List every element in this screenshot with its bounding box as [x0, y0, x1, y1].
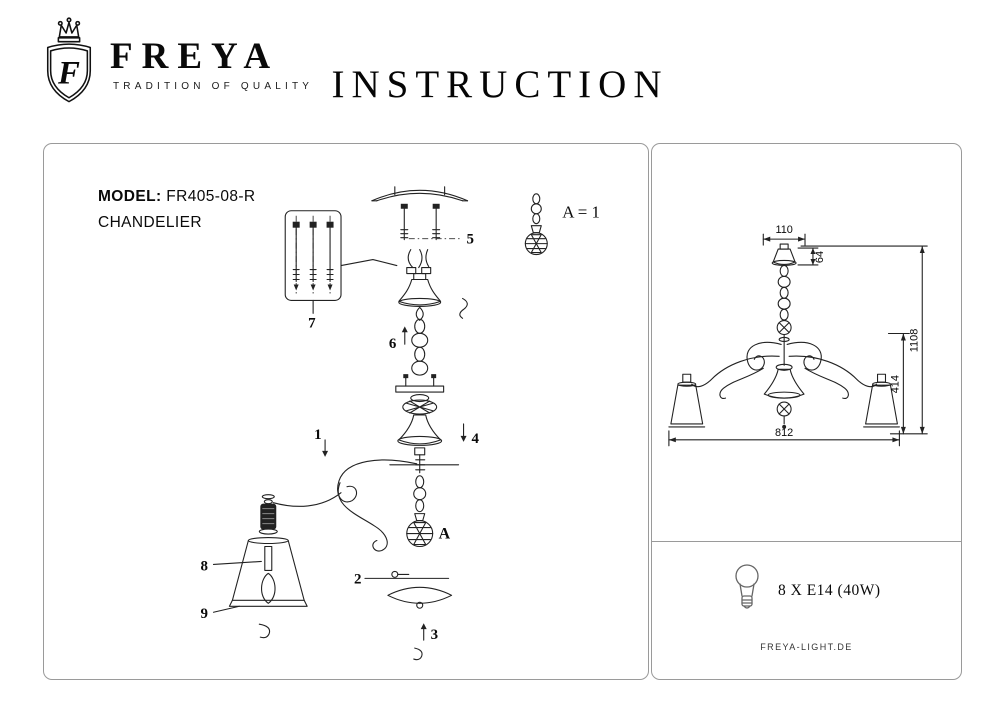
legend-crystal — [524, 193, 548, 256]
hook-icon — [459, 297, 468, 319]
decor-disc — [402, 394, 438, 415]
twist-arrow-icon — [258, 623, 271, 639]
model-label: MODEL: — [98, 188, 162, 205]
dim-label-110: 110 — [775, 224, 792, 236]
bulb-icon — [735, 564, 759, 609]
assembly-diagram: 5 6 — [201, 186, 600, 661]
ceiling-plate — [371, 186, 469, 202]
website-text: FREYA-LIGHT.DE — [760, 642, 853, 652]
header: F FREYA TRADITION OF QUALITY INSTRUCTION — [0, 0, 1000, 140]
dim-canopy-height: 64 — [797, 247, 826, 266]
bottom-cap — [387, 586, 453, 609]
model-value: FR405-08-R — [166, 188, 256, 205]
part-label-8: 8 — [201, 558, 208, 574]
arrow-down-4-icon — [460, 423, 467, 442]
canopy — [398, 272, 468, 321]
crystal-pendant — [406, 475, 434, 548]
part-label-6: 6 — [389, 336, 397, 352]
brand-text: FREYA TRADITION OF QUALITY — [110, 16, 313, 92]
wires — [406, 249, 432, 275]
stem-connector — [389, 447, 460, 474]
lamp-socket — [258, 494, 278, 535]
dim-label-1108: 1108 — [908, 329, 920, 352]
dim-total-height: 1108 — [800, 245, 928, 435]
canopy-small — [771, 243, 797, 266]
crown-shield-icon: F — [46, 17, 92, 103]
logo-letter: F — [57, 55, 80, 91]
scroll-ornaments — [691, 341, 878, 399]
freya-logo: F FREYA TRADITION OF QUALITY — [40, 16, 313, 108]
chain-upper — [411, 318, 429, 376]
dim-label-812: 812 — [775, 427, 793, 439]
part-label-5: 5 — [467, 232, 474, 248]
bell-body — [397, 414, 443, 446]
center-column — [776, 264, 792, 366]
arrow-up-3-icon — [413, 623, 427, 661]
left-shade — [668, 373, 706, 428]
part-label-3: 3 — [431, 627, 438, 643]
part-label-2: 2 — [354, 571, 361, 587]
screw-2 — [364, 570, 450, 579]
bulb-spec: 8 X E14 (40W) — [778, 582, 881, 599]
dim-body-height: 414 — [887, 332, 910, 435]
legend-note: A = 1 — [562, 203, 600, 222]
part-label-4: 4 — [472, 431, 480, 447]
mounting-bolts — [400, 203, 463, 241]
dimensions-panel: 110 64 — [651, 143, 962, 680]
bulb — [261, 545, 276, 604]
brand-name: FREYA — [110, 36, 280, 77]
dimension-diagram: 110 64 — [668, 224, 928, 447]
brand-tagline: TRADITION OF QUALITY — [113, 81, 314, 92]
lamp-shade — [228, 536, 308, 607]
model-line: MODEL: FR405-08-R — [98, 184, 256, 210]
arrow-up-6-icon — [401, 326, 408, 345]
right-shade — [863, 373, 900, 428]
part-label-1: 1 — [314, 427, 321, 443]
page-title: INSTRUCTION — [331, 63, 669, 106]
assembly-panel: MODEL: FR405-08-R CHANDELIER 5 — [43, 143, 649, 680]
dim-label-414: 414 — [889, 375, 901, 393]
dim-label-64: 64 — [814, 251, 826, 263]
part-label-9: 9 — [201, 606, 208, 622]
center-bell — [763, 363, 805, 429]
scroll-arm — [272, 459, 418, 552]
model-block: MODEL: FR405-08-R CHANDELIER — [98, 184, 256, 236]
crystal-label: A — [439, 526, 451, 543]
part-label-7: 7 — [308, 315, 316, 331]
dim-canopy-width: 110 — [762, 224, 806, 246]
dim-span-width: 812 — [668, 427, 900, 447]
arrow-down-1-icon — [322, 439, 329, 457]
detail-box-7 — [284, 210, 398, 314]
mount-plate — [395, 374, 445, 393]
product-type: CHANDELIER — [98, 214, 202, 231]
panel-divider — [652, 541, 961, 542]
